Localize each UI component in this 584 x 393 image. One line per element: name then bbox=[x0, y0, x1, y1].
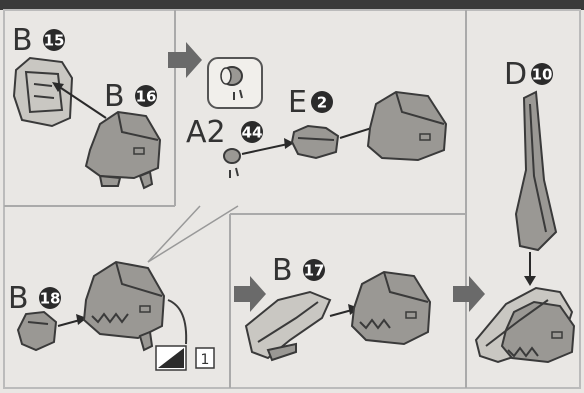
part-b16-foot bbox=[98, 174, 122, 187]
header-bar bbox=[0, 0, 584, 10]
part-head-shell-1-slot bbox=[419, 133, 431, 141]
part-head-assembly-2 bbox=[82, 260, 166, 340]
part-e2-edge bbox=[297, 137, 335, 141]
note-curve bbox=[167, 299, 188, 345]
label-a2-44-num: 44 bbox=[242, 124, 263, 142]
label-a2-44-disc bbox=[241, 121, 263, 143]
part-head-assembly-2-slot bbox=[139, 305, 151, 313]
assembly-arrow-1 bbox=[57, 85, 107, 119]
part-b17-tab bbox=[266, 342, 297, 362]
assembly-arrow-2-head bbox=[284, 138, 294, 149]
assembly-arrow-5-head bbox=[76, 314, 87, 325]
step-arrow-3 bbox=[453, 276, 485, 312]
assembly-arrow-5 bbox=[57, 319, 81, 327]
part-a2-44 bbox=[223, 148, 241, 164]
part-a2-44-detail-hole bbox=[220, 67, 232, 85]
part-final-slot bbox=[551, 331, 563, 339]
part-a2-44-marks bbox=[229, 167, 239, 178]
label-d10-letter: D bbox=[504, 57, 527, 92]
part-head-assembly-2-ridge bbox=[115, 261, 163, 297]
label-b17-letter: B bbox=[272, 253, 293, 288]
label-d10-num: 10 bbox=[532, 66, 553, 84]
label-b18-disc bbox=[39, 287, 61, 309]
part-b17-edge bbox=[257, 301, 319, 343]
note-number: 1 bbox=[201, 352, 210, 368]
assembly-arrow-6 bbox=[329, 309, 353, 317]
sticker-icon-fill bbox=[158, 348, 184, 368]
label-b15-num: 15 bbox=[44, 32, 65, 50]
label-b15-disc bbox=[43, 29, 65, 51]
outer-frame bbox=[3, 9, 581, 389]
part-head-shell-1 bbox=[366, 90, 448, 162]
part-b18-edge bbox=[27, 321, 49, 325]
part-head-assembly-2-foot bbox=[138, 330, 154, 352]
label-e2-letter: E bbox=[288, 85, 307, 120]
part-head-assembly-3-ridge bbox=[383, 271, 429, 303]
part-final-teeth bbox=[507, 346, 539, 358]
part-b16 bbox=[84, 110, 162, 180]
assembly-arrow-1-head bbox=[52, 82, 64, 92]
step-arrow-1 bbox=[168, 42, 202, 78]
part-final-visor-edge bbox=[485, 299, 549, 347]
label-e2-disc bbox=[311, 91, 333, 113]
detail-motion-marks bbox=[233, 89, 243, 100]
label-b18-letter: B bbox=[8, 281, 29, 316]
assembly-arrow-2 bbox=[241, 143, 289, 155]
part-b15 bbox=[12, 56, 74, 128]
label-b15-letter: B bbox=[12, 23, 33, 58]
label-b16-letter: B bbox=[104, 79, 125, 114]
step-arrow-2 bbox=[234, 276, 266, 312]
part-head-assembly-3-slot bbox=[405, 311, 417, 319]
note-number-box bbox=[195, 347, 215, 369]
label-b17-num: 17 bbox=[304, 262, 325, 280]
assembly-arrow-4-head bbox=[524, 276, 536, 286]
part-e2 bbox=[290, 124, 340, 160]
part-head-assembly-2-teeth bbox=[91, 312, 129, 324]
part-b16-slot bbox=[133, 147, 145, 155]
part-b15-inner bbox=[24, 70, 64, 114]
label-b16-num: 16 bbox=[136, 88, 157, 106]
label-b16-disc bbox=[135, 85, 157, 107]
part-b18 bbox=[16, 310, 58, 352]
part-head-shell-1-ridge bbox=[395, 91, 445, 125]
part-head-assembly-3-teeth bbox=[359, 318, 391, 330]
part-head-assembly-3 bbox=[350, 270, 432, 346]
part-b16-foot-2 bbox=[138, 170, 154, 190]
part-d10-ridge bbox=[529, 103, 547, 233]
label-b18-num: 18 bbox=[40, 290, 61, 308]
label-a2-44-letter: A2 bbox=[186, 115, 226, 150]
label-b17-disc bbox=[303, 259, 325, 281]
label-e2-num: 2 bbox=[317, 94, 327, 112]
callout-line-1 bbox=[147, 205, 239, 263]
callout-line-2 bbox=[147, 205, 201, 263]
label-d10-disc bbox=[531, 63, 553, 85]
part-b16-ridge bbox=[117, 111, 159, 141]
part-d10 bbox=[514, 90, 558, 252]
part-b15-detail bbox=[33, 83, 55, 99]
